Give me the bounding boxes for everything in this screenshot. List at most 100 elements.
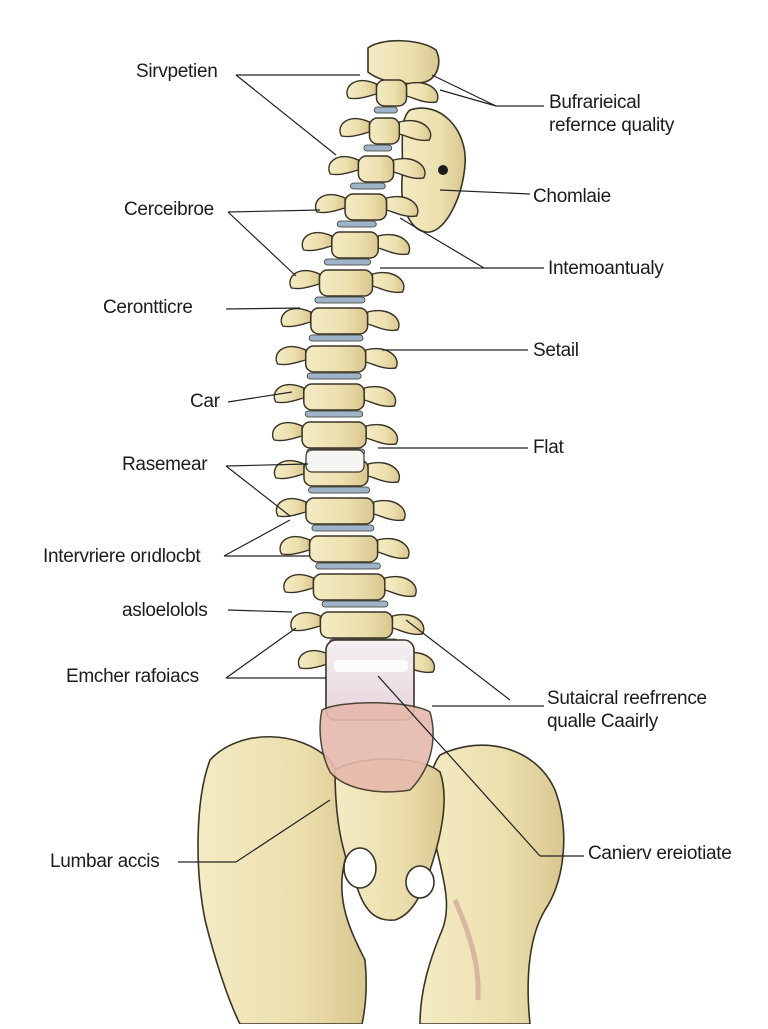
vertebra-body <box>301 421 367 449</box>
leader-line <box>227 209 321 213</box>
leader-line <box>399 217 485 269</box>
intervertebral-disc <box>308 486 371 494</box>
left-process <box>314 193 346 214</box>
vertebral-column <box>271 39 466 793</box>
leader-line <box>225 463 309 467</box>
right-process <box>371 271 405 294</box>
leader-line <box>235 799 331 863</box>
intervertebral-disc <box>304 410 364 418</box>
label-sirvpetien: Sirvpetien <box>136 61 218 82</box>
label-emcher-rafoiacs: Emcher rafoiacs <box>66 666 199 687</box>
intervertebral-disc <box>350 182 386 190</box>
leader-line <box>227 211 297 277</box>
vertebra-body <box>375 79 408 107</box>
vertebra-body <box>308 535 379 563</box>
leader-line <box>405 619 511 701</box>
foramen-dot <box>438 165 448 175</box>
right-process <box>398 119 432 142</box>
intervertebral-disc <box>308 334 364 342</box>
right-process <box>363 385 397 408</box>
left-process <box>279 535 311 556</box>
intervertebral-disc <box>363 144 393 152</box>
right-process <box>377 233 411 256</box>
atlas <box>367 39 440 85</box>
vertebra-body <box>304 345 367 373</box>
right-process <box>405 81 439 104</box>
left-process <box>271 421 303 442</box>
vertebra-body <box>318 269 374 297</box>
leader-line <box>439 89 497 107</box>
leader-lines <box>178 74 584 863</box>
label-rasemear: Rasemear <box>122 454 208 475</box>
right-process <box>392 157 426 180</box>
label-intervriere: Intervriere orıdlocbt <box>43 546 201 567</box>
intervertebral-disc <box>321 600 389 608</box>
label-asloelolols: asloelolols <box>122 600 208 621</box>
leader-line <box>227 391 293 403</box>
left-process <box>339 117 371 138</box>
vertebra-body <box>312 573 386 601</box>
left-process <box>289 269 321 290</box>
right-process <box>385 195 419 218</box>
lumbar-vertebra <box>319 701 434 793</box>
intervertebral-disc <box>336 220 377 228</box>
vertebra-body <box>305 497 375 525</box>
label-intemoantualy: Intemoantualy <box>548 258 664 279</box>
highlighted-disc-mid <box>305 449 365 473</box>
right-process <box>384 575 417 598</box>
vertebra-body <box>368 117 401 145</box>
leader-line <box>225 627 297 679</box>
right-process <box>376 537 410 560</box>
pelvis <box>197 736 565 1025</box>
leader-line <box>227 609 293 613</box>
label-flat: Flat <box>533 437 564 458</box>
label-car: Car <box>190 391 220 412</box>
leader-line <box>431 74 497 107</box>
left-process <box>283 573 315 594</box>
left-process <box>346 79 378 100</box>
label-setail: Setail <box>533 340 579 361</box>
intervertebral-disc <box>323 258 371 266</box>
label-chomlaie: Chomlaie <box>533 186 611 207</box>
intervertebral-disc <box>306 372 362 380</box>
intervertebral-disc <box>311 524 375 532</box>
intervertebral-disc <box>315 562 381 570</box>
leader-line <box>377 675 541 857</box>
label-bufrarieical: Bufrarieical refernce quality <box>549 92 675 136</box>
label-lumbar-accis: Lumbar accis <box>50 851 160 872</box>
vertebra-body <box>310 307 369 335</box>
label-cerontticre: Cerontticre <box>103 297 193 318</box>
intervertebral-disc <box>373 106 398 114</box>
leader-line <box>235 74 337 156</box>
right-process <box>367 461 401 484</box>
label-canierv: Canierv ereiotiate <box>588 843 732 864</box>
left-process <box>301 231 333 252</box>
leader-line <box>223 519 291 557</box>
vertebra-body <box>344 193 388 221</box>
vertebra-body <box>303 383 365 411</box>
right-process <box>365 347 398 370</box>
left-process <box>280 307 312 328</box>
label-cerceibroe: Cerceibroe <box>124 199 214 220</box>
left-process <box>273 383 305 404</box>
left-process <box>275 497 307 518</box>
vertebra-body <box>357 155 395 183</box>
left-process <box>273 459 305 480</box>
left-process <box>275 345 307 366</box>
right-process <box>366 309 400 332</box>
vertebra-body <box>319 611 394 639</box>
leader-line <box>225 465 291 517</box>
leader-line <box>439 189 531 195</box>
left-process <box>328 155 360 176</box>
leader-line <box>225 307 301 310</box>
disc-highlight <box>334 660 408 672</box>
right-process <box>373 499 406 522</box>
label-sutaicral: Sutaicral reefrrence qualle Caairly <box>547 688 707 732</box>
right-process <box>391 613 425 636</box>
right-process <box>365 423 399 446</box>
left-process <box>297 649 329 670</box>
intervertebral-disc <box>314 296 366 304</box>
vertebra-body <box>331 231 379 259</box>
